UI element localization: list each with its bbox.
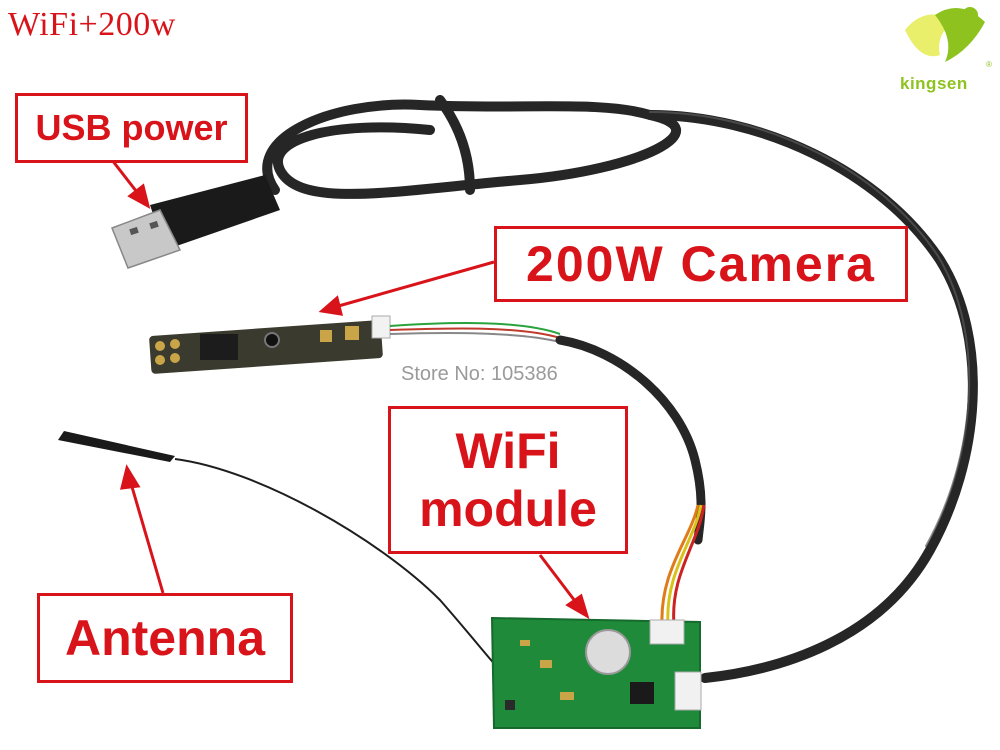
antenna bbox=[58, 431, 501, 671]
wifi-text-line2: module bbox=[419, 481, 597, 537]
logo-text: kingsen bbox=[900, 74, 968, 93]
cable-highlight bbox=[649, 111, 971, 547]
wifi-text-line1: WiFi bbox=[455, 423, 561, 479]
camera-board bbox=[149, 315, 391, 374]
callout-arrows bbox=[110, 159, 590, 620]
usb-power-text: USB power bbox=[35, 107, 228, 148]
store-watermark: Store No: 105386 bbox=[401, 363, 558, 385]
kingsen-logo bbox=[905, 7, 985, 63]
antenna-label: Antenna bbox=[37, 593, 293, 683]
camera-text: 200W Camera bbox=[526, 236, 876, 292]
usb-cable bbox=[262, 95, 978, 683]
wifi-module-label: WiFi module bbox=[388, 406, 628, 554]
wifi-module-pcb bbox=[490, 616, 702, 729]
logo-registered-mark: ® bbox=[986, 60, 992, 69]
usb-plug bbox=[111, 175, 280, 269]
camera-wires bbox=[389, 322, 561, 343]
page-title: WiFi+200w bbox=[8, 6, 176, 43]
module-lead-wires bbox=[660, 504, 706, 626]
usb-power-label: USB power bbox=[15, 93, 248, 163]
antenna-text: Antenna bbox=[65, 610, 265, 666]
camera-label: 200W Camera bbox=[494, 226, 908, 302]
